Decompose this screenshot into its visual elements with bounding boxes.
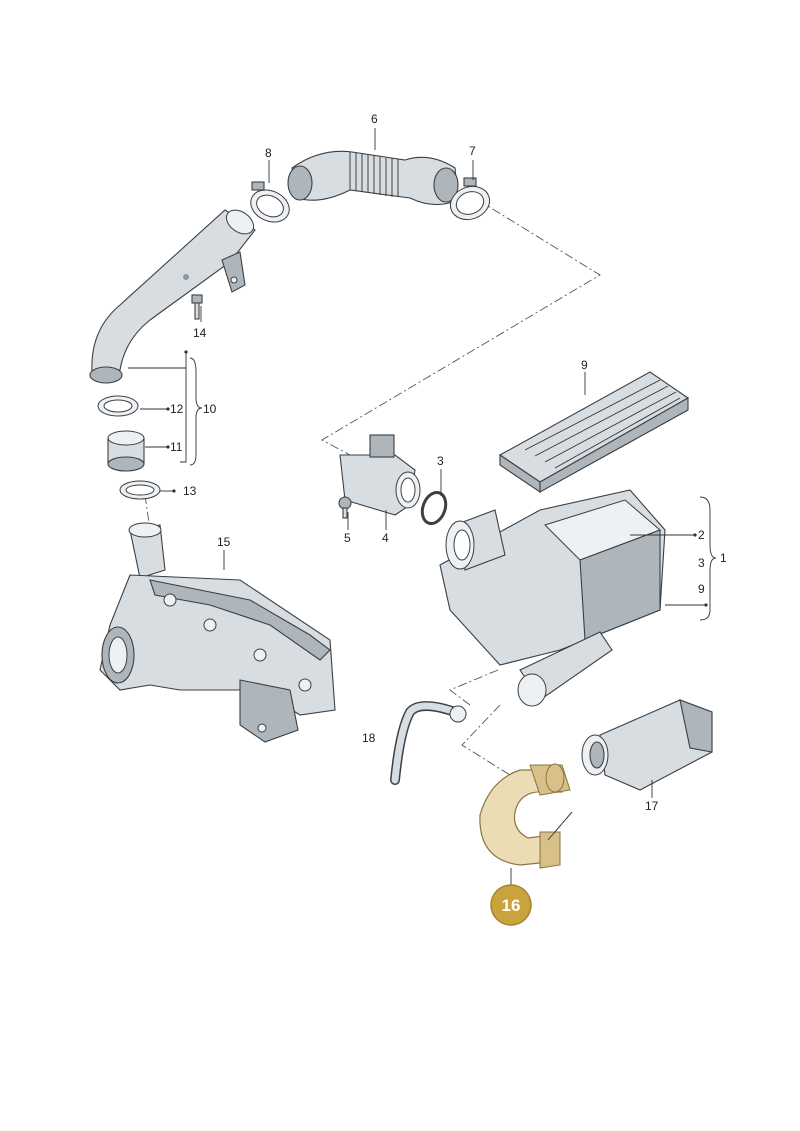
callout-10[interactable]: 10 bbox=[203, 402, 217, 416]
callout-16: 16 bbox=[502, 896, 521, 915]
callout-17[interactable]: 17 bbox=[645, 799, 659, 813]
part-18-vent-hose[interactable] bbox=[390, 701, 467, 785]
callout-7[interactable]: 7 bbox=[469, 144, 476, 158]
part-17-air-intake-duct[interactable] bbox=[581, 699, 713, 791]
part-8-hose-clamp[interactable] bbox=[246, 181, 295, 228]
callout-18[interactable]: 18 bbox=[362, 731, 376, 745]
callout-13[interactable]: 13 bbox=[183, 484, 197, 498]
callout-1[interactable]: 1 bbox=[720, 551, 727, 565]
charge-air-pipe[interactable] bbox=[89, 205, 258, 384]
part-4-air-mass-meter[interactable] bbox=[339, 434, 421, 516]
part-14-bolt[interactable] bbox=[191, 294, 203, 320]
hose-corrugations bbox=[349, 152, 399, 197]
callout-5[interactable]: 5 bbox=[344, 531, 351, 545]
part-16-intake-hose-highlighted[interactable] bbox=[479, 763, 573, 869]
callout-16-badge[interactable]: 16 bbox=[490, 884, 532, 926]
part-6-corrugated-hose[interactable] bbox=[287, 150, 459, 206]
callout-8[interactable]: 8 bbox=[265, 146, 272, 160]
part-3-o-ring[interactable] bbox=[418, 489, 450, 527]
part-11-connecting-sleeve[interactable] bbox=[107, 430, 145, 472]
callout-14[interactable]: 14 bbox=[193, 326, 207, 340]
part-5-screw[interactable] bbox=[338, 496, 352, 519]
part-15-turbocharger-manifold[interactable] bbox=[99, 522, 336, 743]
highlight-circle bbox=[490, 884, 532, 926]
callout-11[interactable]: 11 bbox=[170, 440, 183, 454]
part-12-hose-clamp[interactable] bbox=[97, 395, 139, 417]
callout-labels: 6 8 7 14 9 12 10 11 13 3 15 5 4 2 1 3 9 … bbox=[170, 112, 727, 813]
part-13-hose-clamp[interactable] bbox=[119, 480, 161, 500]
part-1-air-filter-housing[interactable] bbox=[439, 489, 666, 707]
callout-6[interactable]: 6 bbox=[371, 112, 378, 126]
callout-3b[interactable]: 3 bbox=[698, 556, 705, 570]
callout-12[interactable]: 12 bbox=[170, 402, 184, 416]
filter-pleats bbox=[524, 379, 681, 469]
callout-9b[interactable]: 9 bbox=[698, 582, 705, 596]
callout-9a[interactable]: 9 bbox=[581, 358, 588, 372]
callout-4[interactable]: 4 bbox=[382, 531, 389, 545]
callout-15[interactable]: 15 bbox=[217, 535, 231, 549]
leader-lines bbox=[128, 128, 717, 885]
part-7-hose-clamp[interactable] bbox=[446, 177, 495, 225]
callout-3a[interactable]: 3 bbox=[437, 454, 444, 468]
callout-2[interactable]: 2 bbox=[698, 528, 705, 542]
part-9-filter-element[interactable] bbox=[498, 371, 690, 494]
